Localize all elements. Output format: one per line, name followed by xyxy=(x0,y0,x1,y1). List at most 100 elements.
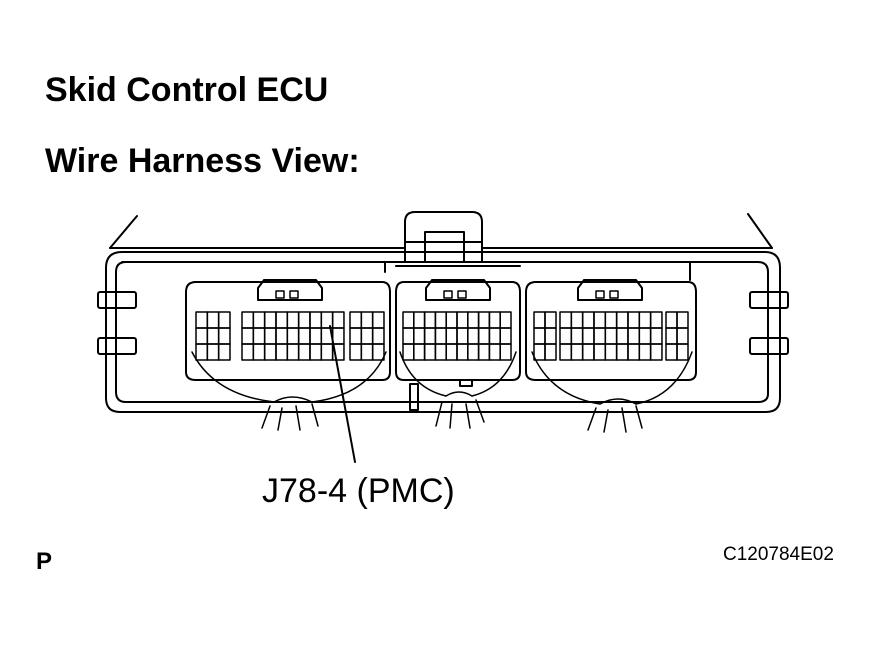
terminal-cell xyxy=(286,311,300,329)
terminal-cell xyxy=(604,311,618,329)
terminal-cell xyxy=(488,311,501,329)
terminal-cell xyxy=(649,311,663,329)
terminal-cell xyxy=(638,311,652,329)
figure-code: C120784E02 xyxy=(723,544,834,565)
terminal-cell xyxy=(638,327,652,345)
terminal-cell xyxy=(263,311,277,329)
mounting-clip-right xyxy=(749,291,789,355)
terminal-cell xyxy=(544,311,557,329)
terminal-cell xyxy=(467,343,480,361)
terminal-cell xyxy=(581,311,595,329)
terminal-cell xyxy=(423,327,437,345)
terminal-cell xyxy=(638,343,652,361)
terminal-cell xyxy=(309,327,323,345)
terminal-cell xyxy=(195,327,209,345)
terminal-cell xyxy=(456,343,469,361)
terminal-cell xyxy=(499,343,512,361)
terminal-cell xyxy=(467,327,480,345)
terminal-cell xyxy=(423,343,437,361)
terminal-cell xyxy=(477,343,491,361)
terminal-cell xyxy=(593,343,607,361)
terminal-cell xyxy=(252,327,266,345)
terminal-cell xyxy=(217,327,231,345)
terminal-cell xyxy=(402,343,415,361)
terminal-cell xyxy=(604,327,618,345)
terminal-grids xyxy=(195,311,689,361)
terminal-cell xyxy=(309,311,323,329)
terminal-cell xyxy=(627,311,641,329)
terminal-cell xyxy=(676,311,689,329)
terminal-cell xyxy=(570,343,584,361)
terminal-cell xyxy=(559,327,573,345)
terminal-cell xyxy=(581,343,595,361)
terminal-cell xyxy=(467,311,480,329)
terminal-cell xyxy=(217,343,231,361)
terminal-cell xyxy=(533,343,546,361)
terminal-cell xyxy=(499,311,512,329)
terminal-cell xyxy=(371,311,385,329)
terminal-cell xyxy=(413,343,426,361)
terminal-cell xyxy=(627,343,641,361)
terminal-cell xyxy=(263,327,277,345)
terminal-cell xyxy=(252,343,266,361)
terminal-cell xyxy=(360,311,374,329)
terminal-cell xyxy=(402,327,415,345)
terminal-cell xyxy=(371,343,385,361)
terminal-cell xyxy=(263,343,277,361)
terminal-cell xyxy=(499,327,512,345)
locking-tabs xyxy=(257,279,643,301)
terminal-cell xyxy=(544,343,557,361)
terminal-cell xyxy=(320,311,334,329)
terminal-cell xyxy=(331,311,345,329)
terminal-cell xyxy=(297,343,311,361)
terminal-cell xyxy=(615,343,629,361)
terminal-cell xyxy=(477,311,491,329)
terminal-cell xyxy=(533,327,546,345)
terminal-cell xyxy=(604,343,618,361)
terminal-cell xyxy=(559,311,573,329)
terminal-cell xyxy=(676,327,689,345)
terminal-cell xyxy=(665,327,678,345)
terminal-cell xyxy=(533,311,546,329)
terminal-cell xyxy=(445,311,458,329)
mounting-clip-left xyxy=(97,291,137,355)
terminal-cell xyxy=(456,327,469,345)
terminal-cell xyxy=(241,343,255,361)
terminal-cell xyxy=(581,327,595,345)
terminal-cell xyxy=(297,311,311,329)
terminal-cell xyxy=(570,311,584,329)
terminal-cell xyxy=(195,343,209,361)
terminal-cell xyxy=(676,343,689,361)
view-label: Wire Harness View: xyxy=(45,142,360,180)
terminal-cell xyxy=(275,343,289,361)
terminal-cell xyxy=(544,327,557,345)
terminal-cell xyxy=(413,327,426,345)
terminal-cell xyxy=(456,311,469,329)
terminal-cell xyxy=(434,343,447,361)
wire-harnesses xyxy=(191,351,693,433)
terminal-cell xyxy=(360,327,374,345)
terminal-cell xyxy=(665,343,678,361)
terminal-cell xyxy=(371,327,385,345)
top-bracket xyxy=(404,211,483,263)
terminal-cell xyxy=(488,327,501,345)
terminal-cell xyxy=(286,343,300,361)
terminal-cell xyxy=(275,327,289,345)
terminal-cell xyxy=(241,327,255,345)
terminal-cell xyxy=(413,311,426,329)
terminal-callout-label: J78-4 (PMC) xyxy=(262,472,455,510)
terminal-cell xyxy=(559,343,573,361)
terminal-cell xyxy=(331,343,345,361)
terminal-cell xyxy=(593,311,607,329)
terminal-cell xyxy=(241,311,255,329)
terminal-cell xyxy=(349,311,363,329)
terminal-cell xyxy=(665,311,678,329)
terminal-cell xyxy=(309,343,323,361)
terminal-cell xyxy=(423,311,437,329)
terminal-cell xyxy=(615,327,629,345)
corner-mark: P xyxy=(36,548,53,575)
terminal-cell xyxy=(331,327,345,345)
connector-frames xyxy=(185,261,697,381)
terminal-cell xyxy=(297,327,311,345)
terminal-cell xyxy=(349,327,363,345)
